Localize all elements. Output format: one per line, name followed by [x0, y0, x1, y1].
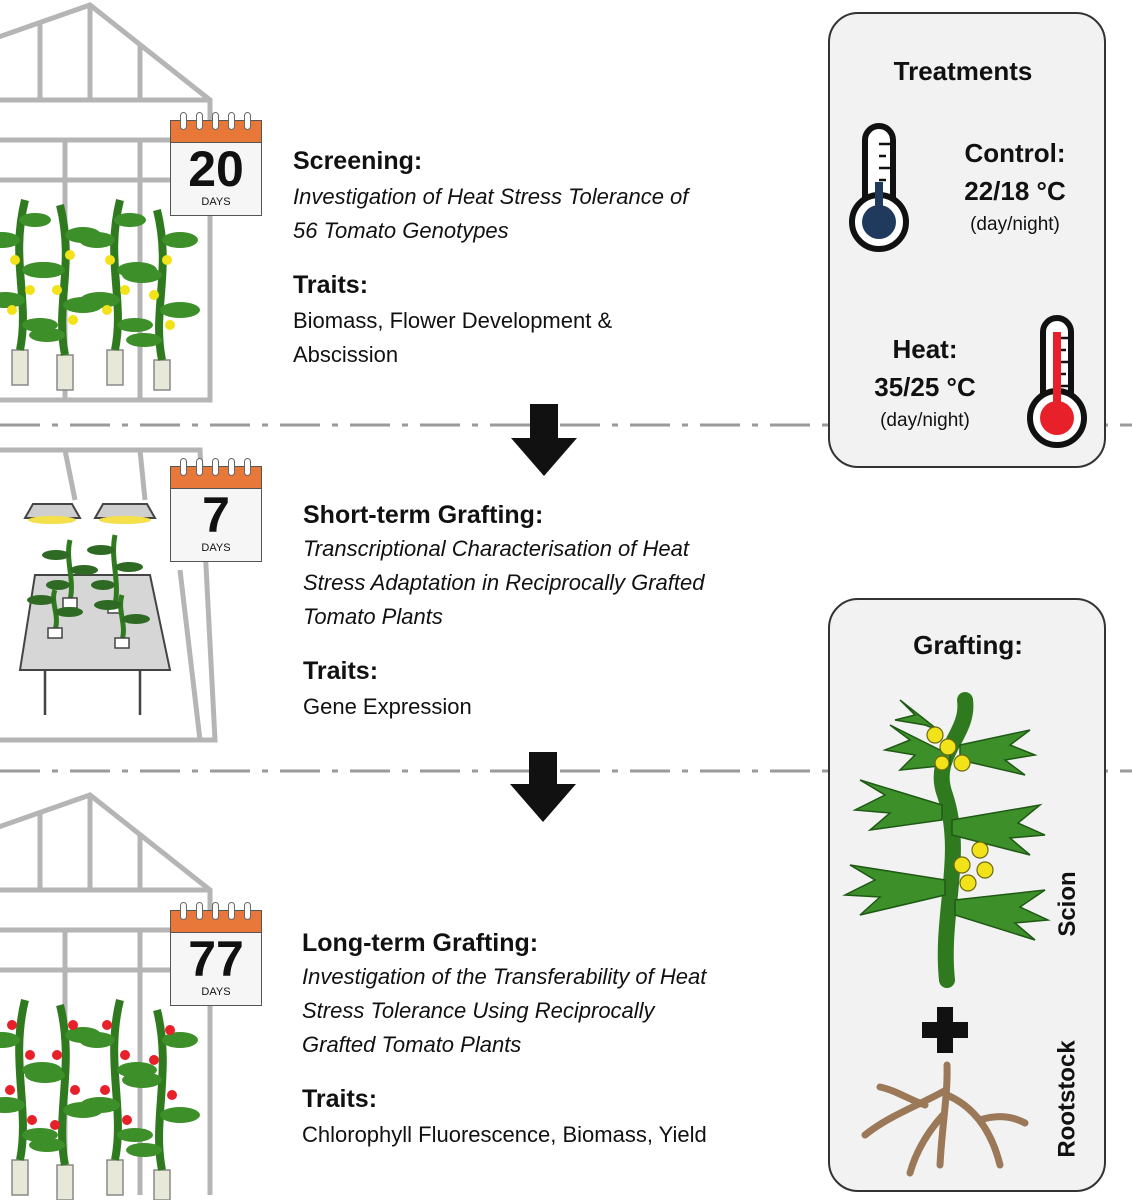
calendar-icon: 77 DAYS	[170, 902, 262, 1006]
stage-title: Long-term Grafting:	[302, 929, 539, 957]
heat-temperature: 35/25 °C	[874, 372, 976, 402]
tomato-plants-fruiting	[0, 999, 200, 1200]
tomato-plants-flowering	[0, 199, 200, 391]
traits-line: Gene Expression	[303, 694, 472, 719]
greenhouse-longterm-illustration	[0, 792, 213, 1200]
calendar-days-label: DAYS	[201, 196, 231, 208]
traits-title: Traits:	[293, 271, 369, 299]
thermometer-hot-icon	[1027, 315, 1087, 448]
calendar-icon: 7 DAYS	[170, 458, 262, 562]
treatments-title: Treatments	[893, 56, 1033, 86]
growth-chamber-illustration	[0, 447, 218, 743]
stage-description-line: 56 Tomato Genotypes	[293, 218, 509, 243]
stage-title: Short-term Grafting:	[303, 501, 544, 529]
rootstock-label: Rootstock	[1053, 1040, 1081, 1158]
traits-title: Traits:	[303, 657, 379, 685]
stage-description-line: Stress Tolerance Using Reciprocally	[302, 998, 655, 1023]
stage-title: Screening:	[293, 147, 423, 175]
thermometer-cold-icon	[849, 123, 909, 252]
treatments-panel: Treatments Control: 22/18 °C (day/night)…	[828, 12, 1106, 468]
stage-description-line: Transcriptional Characterisation of Heat	[303, 536, 689, 561]
calendar-days-number: 7	[202, 487, 230, 543]
grafted-tomato-plant-illustration	[842, 692, 1051, 1177]
calendar-days-number: 20	[188, 141, 244, 197]
calendar-days-label: DAYS	[201, 542, 231, 554]
heat-label: Heat:	[892, 334, 958, 364]
calendar-icon: 20 DAYS	[170, 112, 262, 216]
calendar-days-label: DAYS	[201, 986, 231, 998]
grow-lamps	[23, 503, 157, 524]
stage-description-line: Investigation of Heat Stress Tolerance o…	[293, 184, 689, 209]
plus-icon	[922, 1007, 968, 1053]
grafting-title: Grafting:	[913, 630, 1023, 660]
control-label: Control:	[964, 138, 1066, 168]
lab-table	[18, 574, 172, 671]
heat-day-night-note: (day/night)	[880, 410, 970, 431]
stage-description-line: Stress Adaptation in Reciprocally Grafte…	[303, 570, 705, 595]
stage-short-term-grafting: Short-term Grafting: Transcriptional Cha…	[303, 500, 823, 724]
scion-plant	[842, 692, 1051, 988]
traits-title: Traits:	[302, 1085, 378, 1113]
grafted-seedlings	[27, 534, 150, 649]
control-day-night-note: (day/night)	[970, 214, 1060, 235]
scion-label: Scion	[1054, 871, 1081, 937]
traits-line: Chlorophyll Fluorescence, Biomass, Yield	[302, 1122, 707, 1147]
traits-line: Biomass, Flower Development &	[293, 308, 613, 333]
flower-cluster	[926, 726, 994, 892]
stage-description-line: Grafted Tomato Plants	[302, 1032, 522, 1057]
control-temperature: 22/18 °C	[964, 176, 1066, 206]
stage-screening: Screening: Investigation of Heat Stress …	[293, 146, 813, 372]
arrow-down-icon	[510, 752, 576, 822]
stage-description-line: Tomato Plants	[303, 604, 443, 629]
greenhouse-screening-illustration	[0, 2, 213, 403]
traits-line: Abscission	[293, 342, 399, 367]
stage-description-line: Investigation of the Transferability of …	[302, 964, 707, 989]
stage-long-term-grafting: Long-term Grafting: Investigation of the…	[302, 928, 822, 1152]
calendar-days-number: 77	[188, 931, 244, 987]
grafting-panel: Grafting:	[828, 598, 1106, 1192]
arrow-down-icon	[511, 404, 577, 476]
rootstock-roots	[861, 1061, 1029, 1177]
